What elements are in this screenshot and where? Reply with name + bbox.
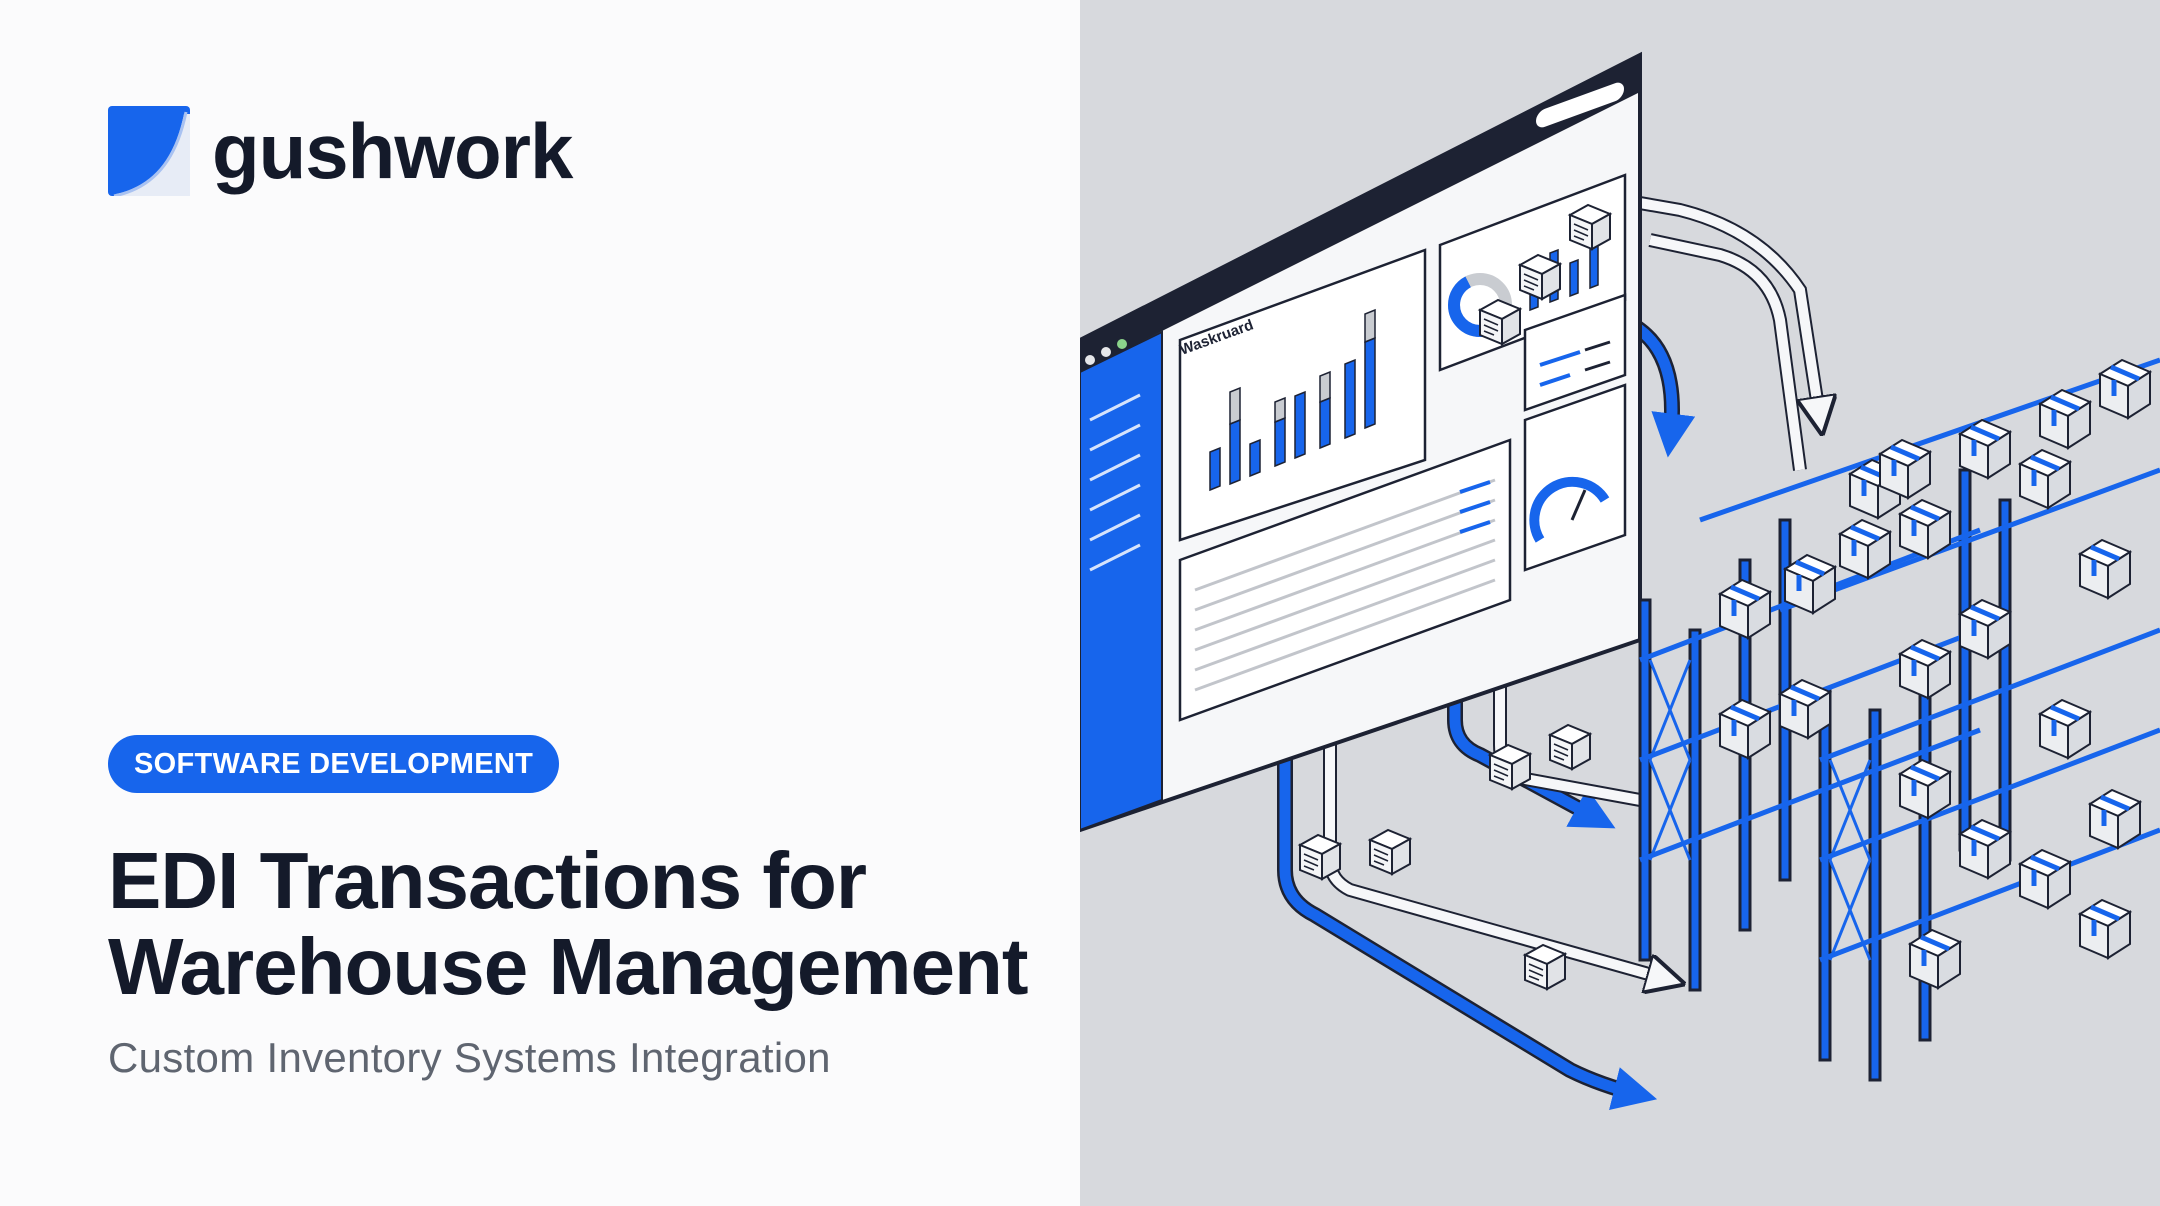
page-subtitle: Custom Inventory Systems Integration bbox=[108, 1034, 831, 1081]
warehouse-illustration: Waskruard bbox=[1080, 0, 2160, 1206]
left-panel: gushwork SOFTWARE DEVELOPMENT EDI Transa… bbox=[108, 106, 1058, 1081]
page-title: EDI Transactions for Warehouse Managemen… bbox=[108, 838, 1058, 1010]
title-line-1: EDI Transactions for bbox=[108, 836, 867, 925]
gushwork-logo-icon bbox=[108, 106, 190, 196]
illustration-svg: Waskruard bbox=[1080, 51, 2160, 1110]
title-line-2: Warehouse Management bbox=[108, 922, 1028, 1011]
category-badge[interactable]: SOFTWARE DEVELOPMENT bbox=[108, 735, 560, 793]
data-table-icon bbox=[1194, 478, 1496, 692]
dashboard-window: Waskruard bbox=[1080, 51, 1642, 833]
gauge-icon bbox=[1529, 476, 1610, 543]
brand-logo[interactable]: gushwork bbox=[108, 106, 573, 196]
brand-name: gushwork bbox=[212, 107, 573, 195]
bar-chart-icon bbox=[1209, 308, 1376, 492]
